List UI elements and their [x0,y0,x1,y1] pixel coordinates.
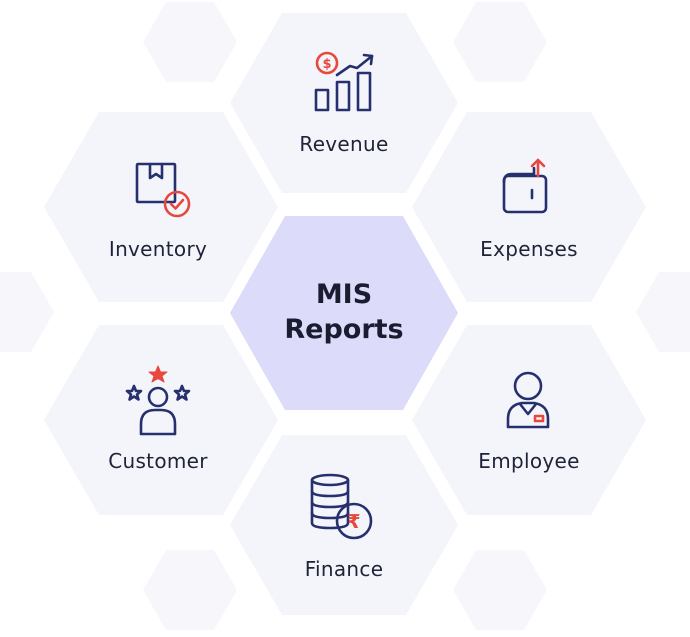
label-employee: Employee [478,449,579,473]
label-revenue: Revenue [299,132,388,156]
label-inventory: Inventory [109,237,207,261]
hex-expenses [412,112,646,302]
faint-hex-mid-right [636,272,690,352]
inventory-box-check-icon [135,162,191,218]
hex-finance [230,435,458,615]
hex-customer [44,325,278,515]
svg-text:₹: ₹ [347,511,360,533]
hex-center [230,216,458,410]
center-title-line2: Reports [284,314,403,345]
faint-hex-top-right [453,2,547,82]
label-customer: Customer [108,449,208,473]
label-expenses: Expenses [480,237,578,261]
label-finance: Finance [305,557,384,581]
coins-rupee-icon: ₹ [310,473,373,540]
hex-employee [412,325,646,515]
customer-rating-icon [125,365,191,436]
svg-text:$: $ [322,57,331,72]
employee-badge-icon [506,371,550,429]
faint-hex-bottom-right [453,550,547,630]
hex-inventory [44,112,278,302]
hex-revenue [230,13,458,193]
center-title-line1: MIS [316,279,372,310]
faint-hex-bottom-left [143,550,237,630]
category-hexagons [44,13,646,615]
wallet-expense-icon [502,158,548,214]
faint-hex-top-left [143,2,237,82]
revenue-chart-icon: $ [314,51,374,112]
faint-hex-mid-left [0,272,54,352]
